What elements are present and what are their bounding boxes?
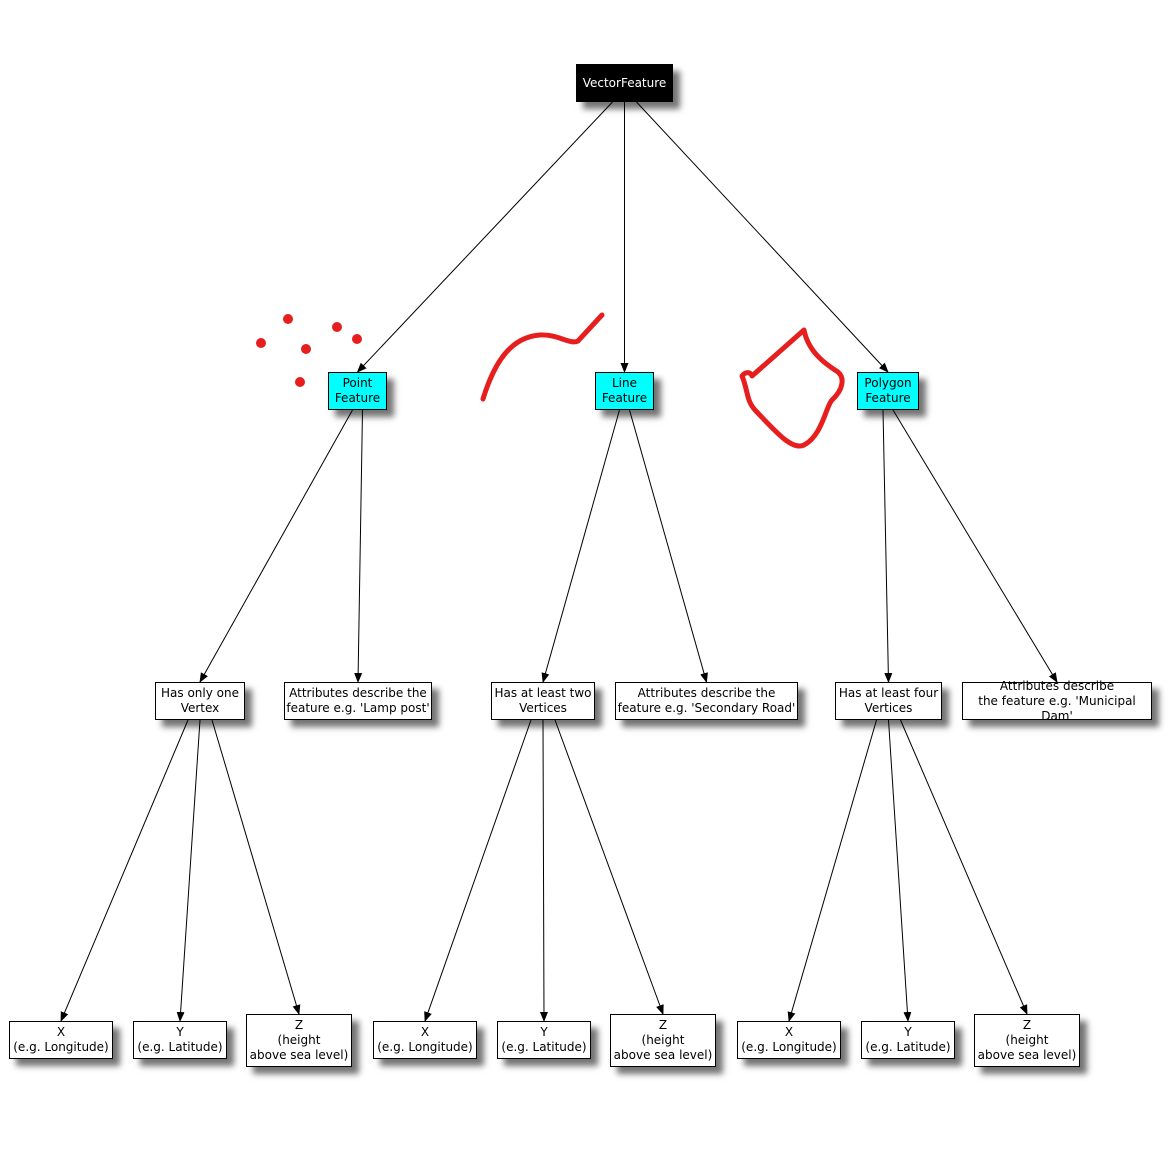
edge-polygon-to-poly_vertex bbox=[882, 409, 893, 683]
line-feature-node: Line Feature bbox=[595, 372, 654, 410]
vector-feature-node: VectorFeature bbox=[576, 64, 673, 102]
polygon-y-node: Y (e.g. Latitude) bbox=[861, 1021, 955, 1059]
edge-line_vertex-to-l_x bbox=[424, 719, 532, 1022]
polygon-sketch-icon bbox=[739, 327, 845, 449]
edge-layer bbox=[60, 101, 1058, 1022]
edge-poly_vertex-to-g_y bbox=[888, 719, 912, 1022]
point-feature-node: Point Feature bbox=[328, 372, 387, 410]
line-y-node: Y (e.g. Latitude) bbox=[497, 1021, 591, 1059]
line-vertex-node: Has at least two Vertices bbox=[491, 682, 595, 720]
edge-line_vertex-to-l_y bbox=[539, 719, 548, 1022]
edge-line-to-line_vertex bbox=[541, 409, 620, 683]
point-sketch-icon bbox=[256, 314, 362, 387]
edge-polygon-to-poly_attr bbox=[892, 409, 1058, 683]
point-y-node: Y (e.g. Latitude) bbox=[133, 1021, 227, 1059]
edge-point-to-point_vertex bbox=[199, 409, 353, 683]
polygon-feature-node: Polygon Feature bbox=[857, 372, 919, 410]
line-z-node: Z (height above sea level) bbox=[610, 1014, 716, 1067]
edge-root-to-point bbox=[356, 101, 613, 373]
line-sketch-icon bbox=[480, 312, 605, 402]
polygon-x-node: X (e.g. Longitude) bbox=[737, 1021, 841, 1059]
edge-point_vertex-to-p_x bbox=[60, 719, 189, 1022]
edge-line_vertex-to-l_z bbox=[554, 719, 664, 1015]
polygon-vertex-node: Has at least four Vertices bbox=[835, 682, 942, 720]
edge-poly_vertex-to-g_z bbox=[900, 719, 1028, 1015]
point-x-node: X (e.g. Longitude) bbox=[9, 1021, 113, 1059]
point-vertex-node: Has only one Vertex bbox=[155, 682, 245, 720]
edge-root-to-polygon bbox=[636, 101, 889, 373]
edge-point_vertex-to-p_y bbox=[176, 719, 201, 1022]
edge-poly_vertex-to-g_x bbox=[787, 719, 877, 1022]
edge-point_vertex-to-p_z bbox=[211, 719, 301, 1015]
polygon-attributes-node: Attributes describe the feature e.g. 'Mu… bbox=[962, 679, 1152, 723]
edge-line-to-line_attr bbox=[629, 409, 708, 683]
line-attributes-node: Attributes describe the feature e.g. 'Se… bbox=[615, 682, 798, 720]
edge-point-to-point_attr bbox=[354, 409, 363, 683]
polygon-z-node: Z (height above sea level) bbox=[974, 1014, 1080, 1067]
line-x-node: X (e.g. Longitude) bbox=[373, 1021, 477, 1059]
point-z-node: Z (height above sea level) bbox=[246, 1014, 352, 1067]
point-attributes-node: Attributes describe the feature e.g. 'La… bbox=[284, 682, 432, 720]
